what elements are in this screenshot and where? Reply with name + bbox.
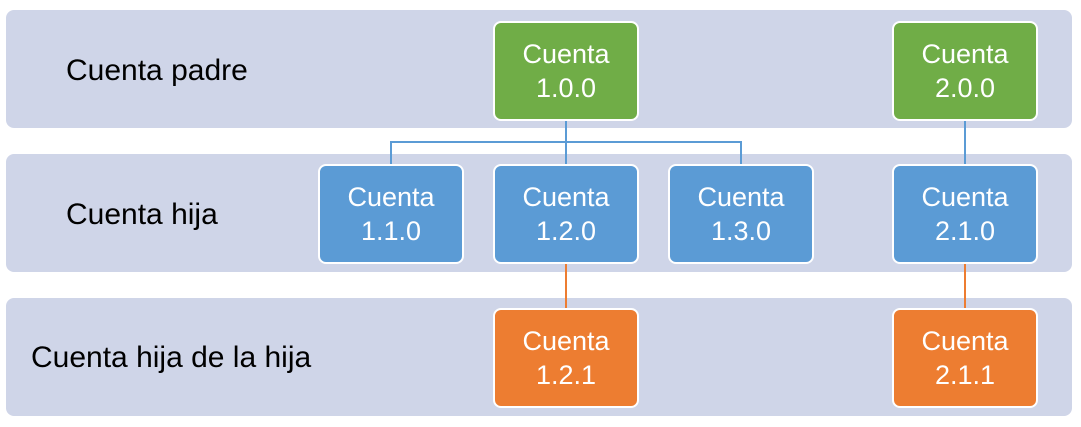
account-node-2-0-0: Cuenta 2.0.0 bbox=[892, 21, 1038, 121]
account-node-title: Cuenta bbox=[347, 182, 435, 212]
account-node-code: 1.1.0 bbox=[360, 216, 422, 246]
account-node-1-2-0: Cuenta 1.2.0 bbox=[493, 164, 639, 264]
account-node-code: 1.0.0 bbox=[535, 73, 597, 103]
level-label-child: Cuenta hija bbox=[66, 198, 218, 231]
account-node-code: 2.0.0 bbox=[934, 73, 996, 103]
account-node-title: Cuenta bbox=[522, 326, 610, 356]
account-node-1-2-1: Cuenta 1.2.1 bbox=[493, 308, 639, 408]
account-node-2-1-1: Cuenta 2.1.1 bbox=[892, 308, 1038, 408]
account-node-code: 2.1.1 bbox=[934, 360, 996, 390]
account-node-title: Cuenta bbox=[921, 39, 1009, 69]
account-node-title: Cuenta bbox=[522, 182, 610, 212]
account-node-1-1-0: Cuenta 1.1.0 bbox=[318, 164, 464, 264]
account-node-title: Cuenta bbox=[522, 39, 610, 69]
account-node-1-0-0: Cuenta 1.0.0 bbox=[493, 21, 639, 121]
account-node-code: 1.2.1 bbox=[535, 360, 597, 390]
account-node-title: Cuenta bbox=[921, 182, 1009, 212]
account-node-1-3-0: Cuenta 1.3.0 bbox=[668, 164, 814, 264]
account-node-code: 1.2.0 bbox=[535, 216, 597, 246]
account-node-2-1-0: Cuenta 2.1.0 bbox=[892, 164, 1038, 264]
account-node-title: Cuenta bbox=[697, 182, 785, 212]
account-node-code: 2.1.0 bbox=[934, 216, 996, 246]
level-label-parent: Cuenta padre bbox=[66, 54, 248, 87]
account-node-code: 1.3.0 bbox=[710, 216, 772, 246]
level-label-grandchild: Cuenta hija de la hija bbox=[31, 341, 312, 374]
account-node-title: Cuenta bbox=[921, 326, 1009, 356]
